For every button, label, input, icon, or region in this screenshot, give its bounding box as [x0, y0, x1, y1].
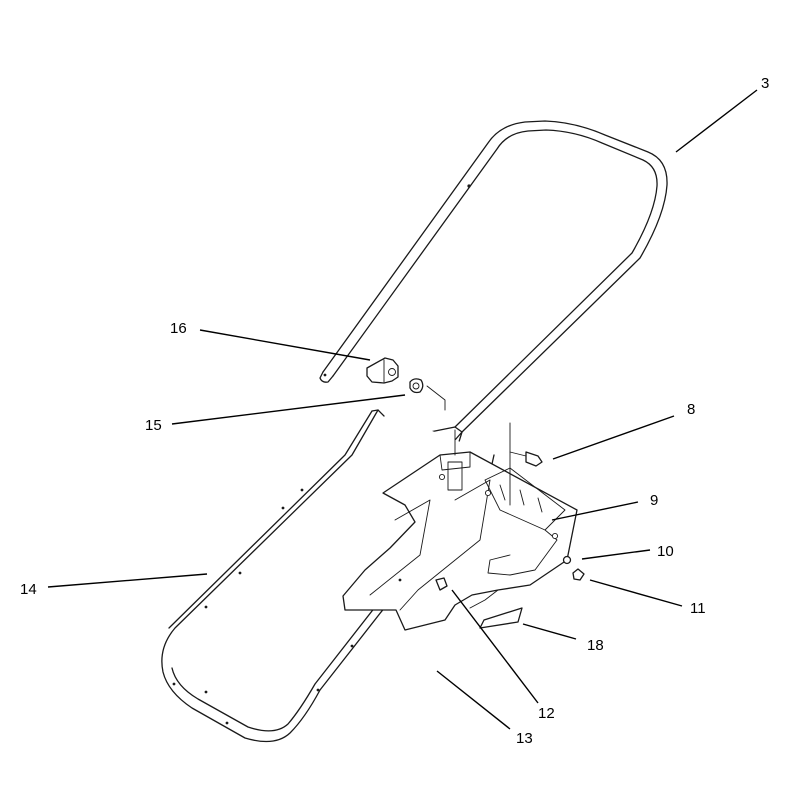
handle-bracket [366, 357, 399, 384]
leader-13 [436, 670, 511, 730]
leader-16 [199, 329, 371, 361]
callout-14: 14 [20, 581, 37, 598]
leader-14 [47, 573, 208, 588]
leader-3 [675, 89, 758, 153]
leader-9 [551, 501, 639, 521]
washer [409, 378, 446, 411]
callout-13: 13 [516, 730, 533, 747]
leader-15 [171, 394, 406, 425]
callout-8: 8 [687, 401, 695, 418]
callout-12: 12 [538, 705, 555, 722]
leader-11 [589, 579, 683, 607]
leader-12 [451, 589, 539, 704]
decal [479, 607, 523, 629]
callout-18: 18 [587, 637, 604, 654]
callout-3: 3 [761, 75, 769, 92]
bolt [509, 451, 543, 467]
carriage-bolt [435, 577, 448, 591]
nut [572, 568, 585, 581]
leader-lines [47, 89, 758, 730]
callout-11: 11 [690, 600, 706, 617]
callout-10: 10 [657, 543, 674, 560]
callout-9: 9 [650, 492, 658, 509]
leader-8 [552, 415, 675, 460]
callout-15: 15 [145, 417, 162, 434]
callout-16: 16 [170, 320, 187, 337]
leader-18 [522, 623, 577, 640]
callout-labels: 3 16 15 8 9 10 11 18 14 12 13 [20, 75, 769, 747]
lock-washer [562, 555, 572, 565]
leader-10 [581, 549, 651, 560]
handle-brace [342, 422, 578, 631]
upper-handle [319, 120, 668, 446]
